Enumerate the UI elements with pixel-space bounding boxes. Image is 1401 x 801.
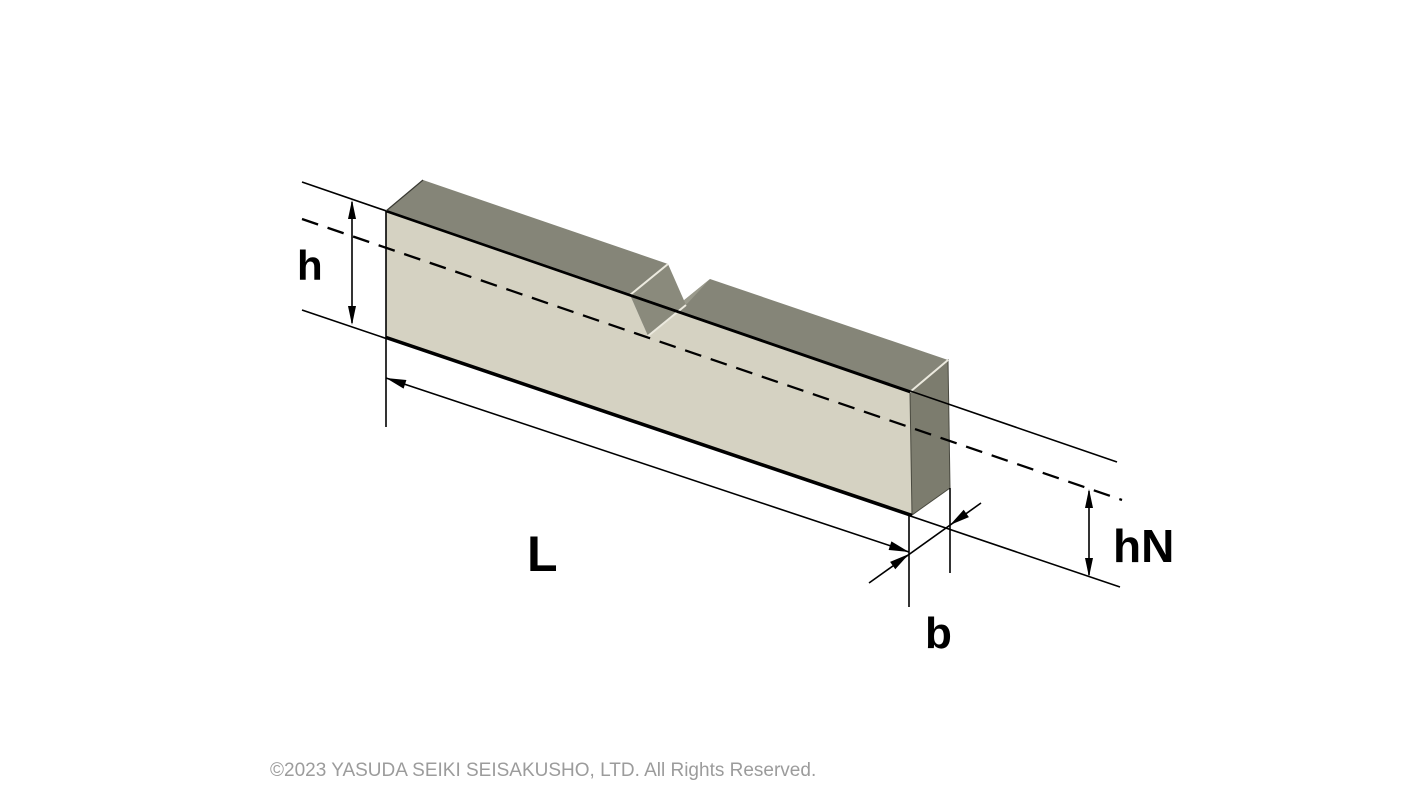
end-face-top-edge-highlight [909, 359, 949, 393]
notch-height-label: hN [1113, 520, 1174, 572]
specimen-top-face-left [386, 180, 668, 295]
notch-back-edge-highlight [629, 263, 669, 296]
notch-height-bottom-arrowhead [1085, 558, 1093, 577]
height-bottom-arrowhead [348, 306, 356, 325]
length-dimension-line [385, 377, 910, 553]
width-back-arrowhead [950, 509, 969, 525]
top-left-corner-edge [385, 179, 424, 212]
notch-depth-dashed-line [301, 217, 1123, 502]
specimen-top-face-right [672, 279, 948, 392]
front-top-edge [385, 209, 911, 394]
notch-height-top-arrowhead [1085, 489, 1093, 508]
width-front-arrowhead [890, 554, 909, 570]
specimen-front-face [386, 211, 912, 515]
front-bottom-edge [385, 335, 913, 517]
length-right-arrowhead [888, 541, 909, 552]
bottom-edge-extension-line [301, 309, 1121, 588]
copyright-text: ©2023 YASUDA SEIKI SEISAKUSHO, LTD. All … [270, 760, 816, 781]
width-label: b [925, 609, 952, 658]
length-left-arrowhead [386, 378, 407, 389]
notch-left-face [630, 264, 686, 336]
notch-bottom-edge-highlight [647, 304, 687, 337]
length-label: L [527, 526, 558, 582]
height-label: h [297, 242, 323, 289]
height-top-arrowhead [348, 200, 356, 219]
